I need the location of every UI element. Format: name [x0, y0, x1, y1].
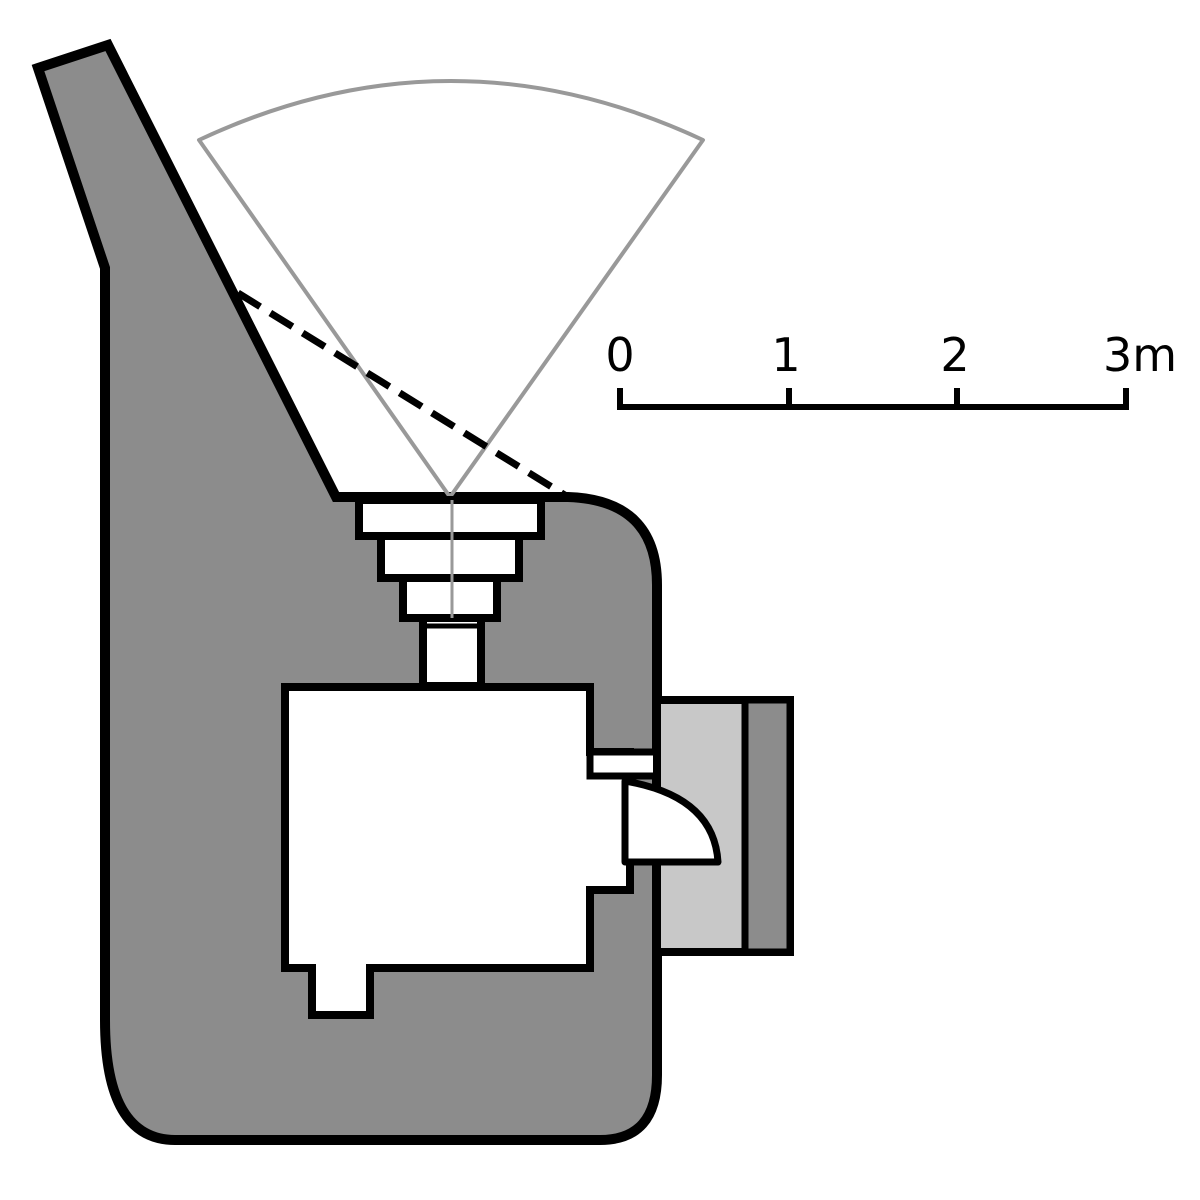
entrance-annex [653, 696, 794, 956]
doorway-opening [586, 748, 661, 780]
interior-chamber [281, 683, 634, 1019]
scale-bar: 0 1 2 3m [605, 328, 1177, 410]
door-swing-arc [621, 777, 722, 866]
scale-label-0: 0 [605, 328, 634, 382]
sight-line-dashed [236, 290, 570, 500]
stepped-embrasure [355, 496, 545, 690]
scale-label-3m: 3m [1103, 328, 1177, 382]
scale-label-2: 2 [940, 328, 969, 382]
scale-label-1: 1 [771, 328, 800, 382]
field-of-fire-sector [197, 79, 705, 499]
